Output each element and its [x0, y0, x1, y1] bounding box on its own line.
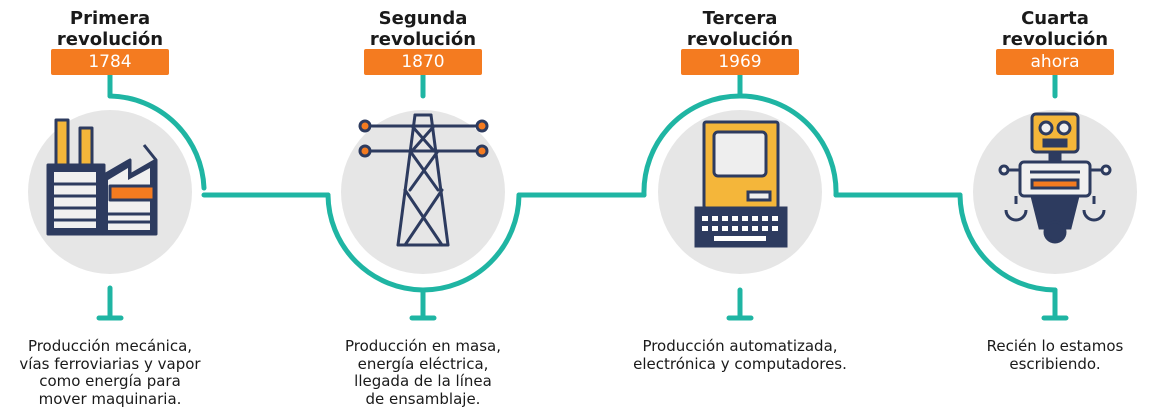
year-badge: 1969 — [681, 49, 799, 75]
stage-description: Producción mecánica,vías ferroviarias y … — [19, 337, 201, 408]
year-badge: 1870 — [364, 49, 482, 75]
stage-description: Producción automatizada,electrónica y co… — [633, 337, 847, 373]
computer-icon — [694, 120, 788, 248]
year-badge: ahora — [996, 49, 1114, 75]
stage-description: Producción en masa,energía eléctrica,lle… — [344, 337, 502, 408]
robot-icon — [998, 112, 1112, 244]
icon-backgrounds — [28, 110, 1137, 274]
power-tower-icon — [358, 113, 489, 247]
timeline-connector — [96, 72, 1069, 321]
factory-icon — [46, 118, 158, 236]
year-badge: 1784 — [51, 49, 169, 75]
